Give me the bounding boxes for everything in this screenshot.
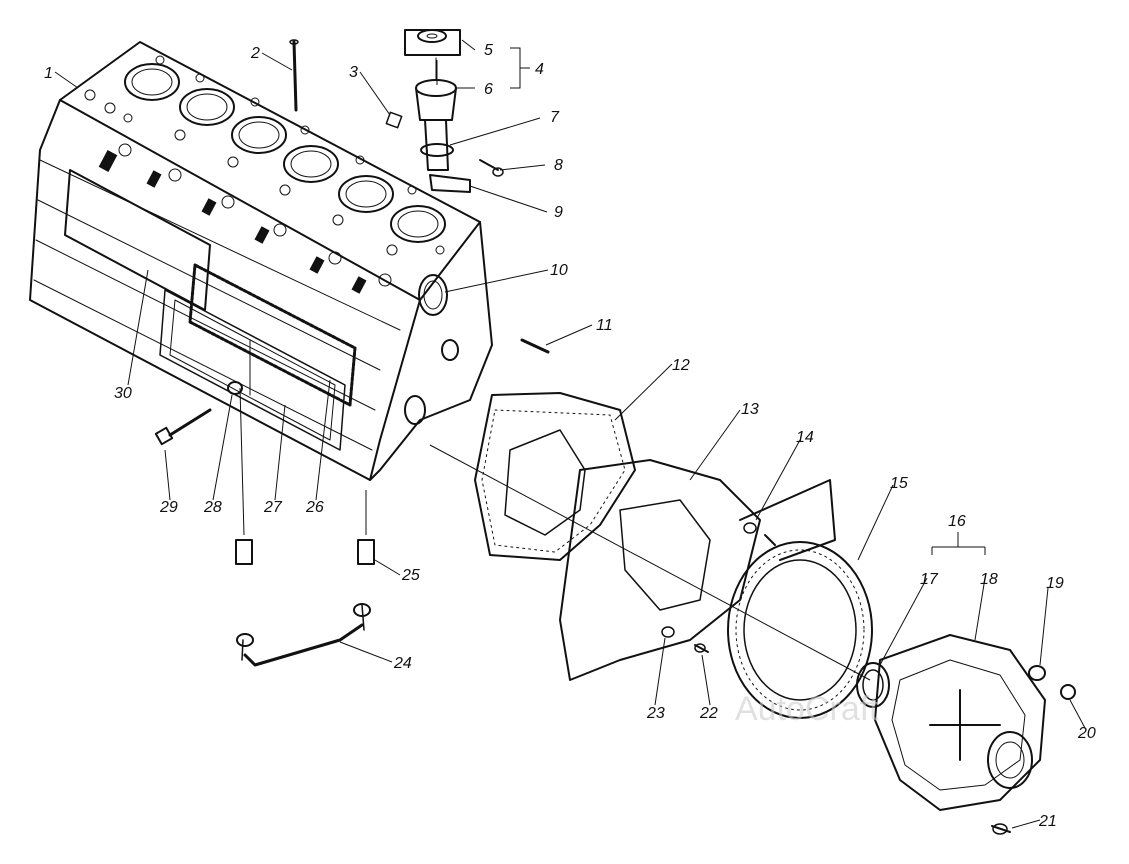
callout-labels: 1 2 3 4 5 6 7 8 9 10 11 12 13 14 15 16 1… bbox=[44, 42, 1096, 830]
callout-2: 2 bbox=[250, 45, 260, 62]
filler-strainer bbox=[415, 57, 457, 121]
callout-4: 4 bbox=[535, 61, 544, 78]
bolt-part-8 bbox=[479, 159, 504, 177]
callout-6: 6 bbox=[484, 81, 493, 98]
callout-26: 26 bbox=[305, 499, 324, 516]
callout-23: 23 bbox=[646, 705, 665, 722]
housing-gasket bbox=[727, 541, 873, 719]
callout-21: 21 bbox=[1038, 813, 1057, 830]
bolt-part-21 bbox=[991, 823, 1011, 835]
callout-1: 1 bbox=[44, 65, 53, 82]
callout-13: 13 bbox=[741, 401, 759, 418]
callout-3: 3 bbox=[349, 64, 358, 81]
callout-5: 5 bbox=[484, 42, 493, 59]
bolt-part-14 bbox=[764, 534, 776, 546]
callout-11: 11 bbox=[596, 317, 613, 334]
stud-part-11 bbox=[520, 338, 550, 354]
nut-part-20 bbox=[1060, 684, 1076, 700]
cylinder-block bbox=[29, 41, 493, 481]
oil-line bbox=[236, 603, 371, 667]
oil-seal bbox=[856, 662, 890, 708]
callout-27: 27 bbox=[263, 499, 283, 516]
cylinder-bores bbox=[124, 63, 446, 243]
callout-7: 7 bbox=[550, 109, 560, 126]
bolt-part-22 bbox=[694, 643, 709, 653]
filler-cap bbox=[404, 29, 461, 56]
callout-29: 29 bbox=[159, 499, 178, 516]
callout-8: 8 bbox=[554, 157, 563, 174]
callout-28: 28 bbox=[203, 499, 222, 516]
callout-22: 22 bbox=[699, 705, 718, 722]
watermark-text: AutoCraft bbox=[735, 690, 879, 728]
callout-25: 25 bbox=[401, 567, 420, 584]
fitting-part-28 bbox=[227, 381, 243, 395]
callout-15: 15 bbox=[890, 475, 908, 492]
fitting-part-25a bbox=[235, 539, 253, 565]
filler-tube bbox=[420, 119, 454, 171]
callout-17: 17 bbox=[920, 571, 939, 588]
washer-part-19 bbox=[1028, 665, 1046, 681]
assembly-axis-lines bbox=[239, 60, 871, 681]
callout-10: 10 bbox=[550, 262, 568, 279]
block-side-slots bbox=[98, 150, 367, 294]
front-plate-gasket bbox=[474, 392, 636, 561]
callout-16: 16 bbox=[948, 513, 966, 530]
callout-24: 24 bbox=[393, 655, 412, 672]
callout-19: 19 bbox=[1046, 575, 1064, 592]
callout-14: 14 bbox=[796, 429, 814, 446]
leader-lines bbox=[54, 39, 1086, 829]
flywheel-housing bbox=[874, 634, 1046, 811]
deck-holes bbox=[84, 55, 445, 287]
callout-18: 18 bbox=[980, 571, 998, 588]
nut-part-3 bbox=[385, 111, 403, 129]
bolt-part-29 bbox=[154, 408, 212, 446]
oil-dipstick bbox=[289, 39, 299, 112]
fitting-part-25b bbox=[357, 539, 375, 565]
callout-20: 20 bbox=[1077, 725, 1096, 742]
callout-30: 30 bbox=[114, 385, 132, 402]
front-plate bbox=[559, 459, 836, 681]
callout-9: 9 bbox=[554, 204, 563, 221]
filler-bracket bbox=[429, 174, 471, 193]
callout-12: 12 bbox=[672, 357, 690, 374]
